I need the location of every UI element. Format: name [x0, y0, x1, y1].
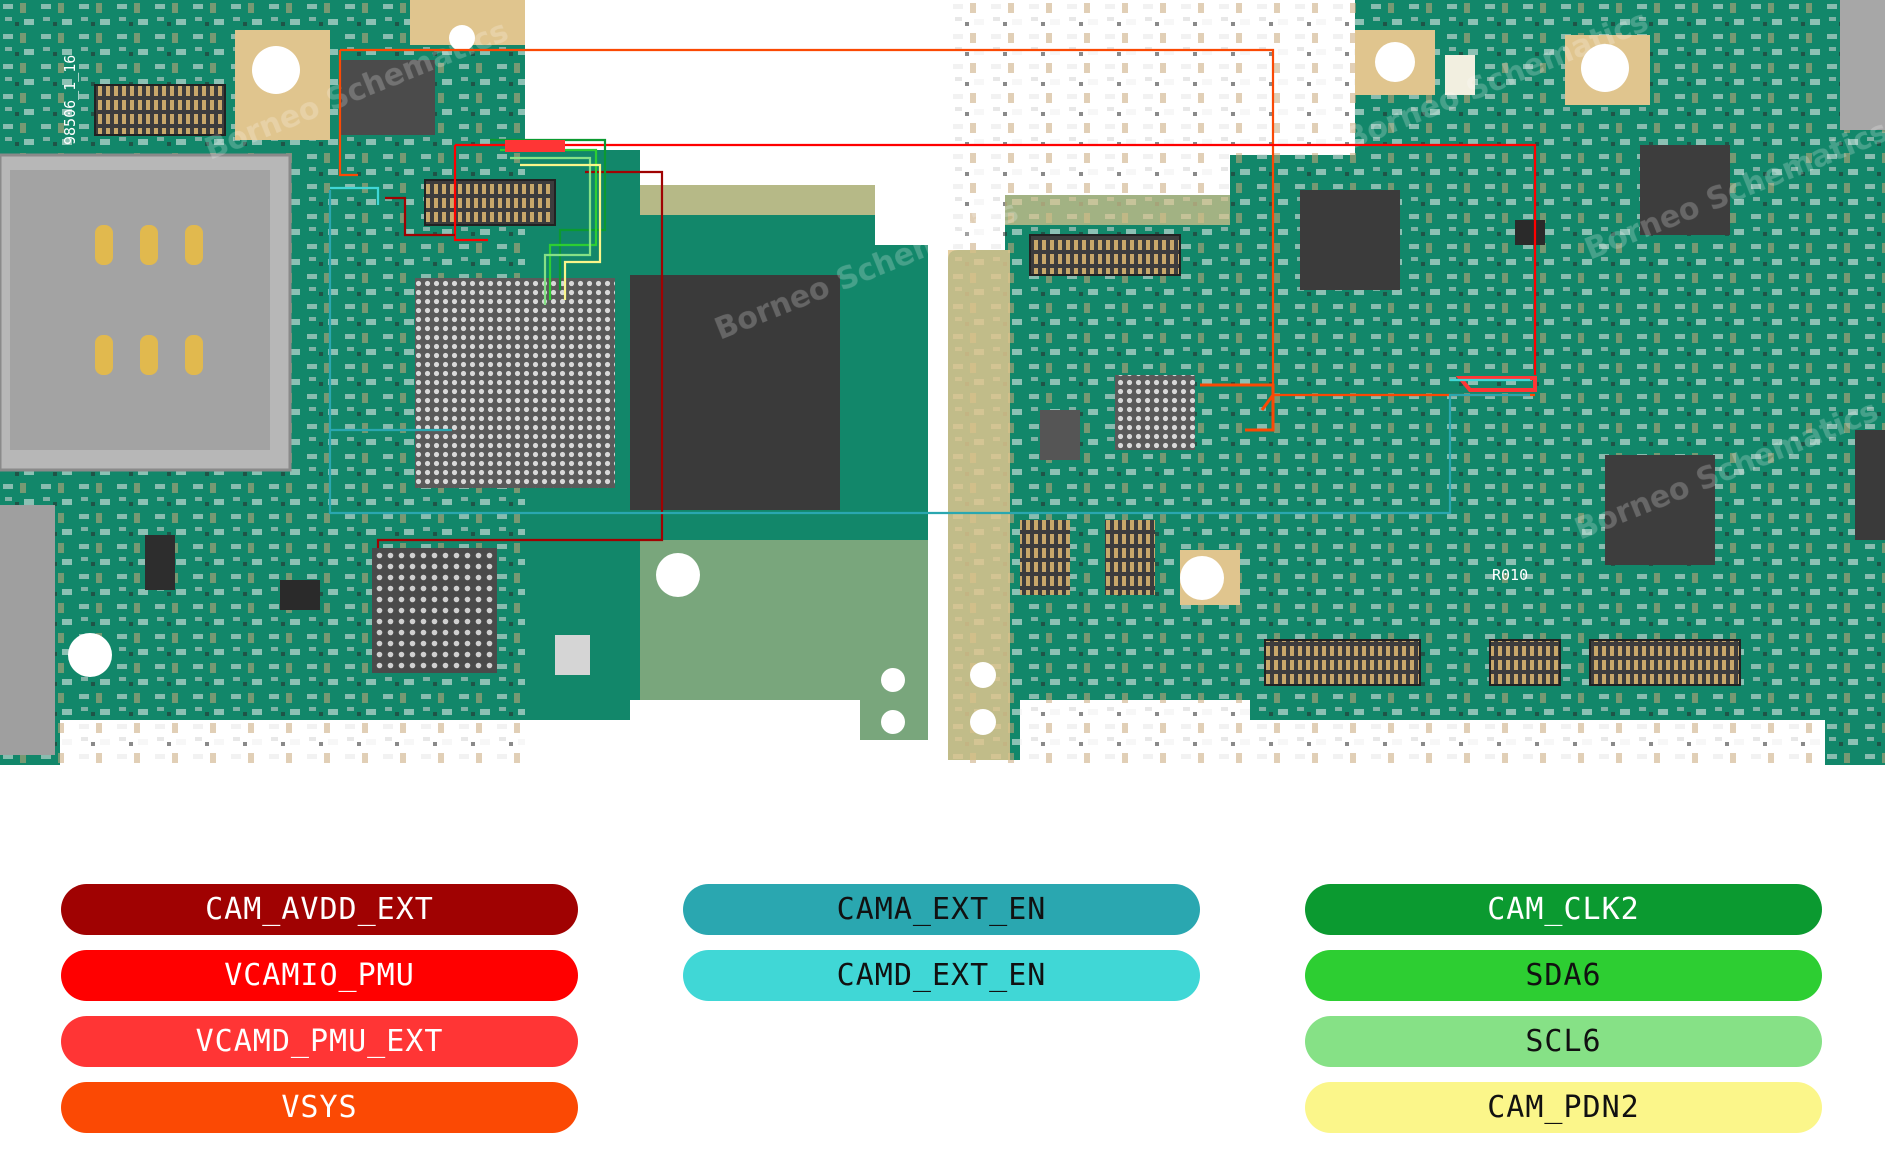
trace-cam-pdn2	[520, 163, 602, 300]
soc-bga	[415, 278, 615, 488]
pmic-bga	[372, 548, 497, 673]
trace-camd-en	[330, 186, 1530, 382]
memory-chip	[630, 275, 840, 510]
legend-scl6: SCL6	[1305, 1016, 1822, 1067]
legend-cam-pdn2: CAM_PDN2	[1305, 1082, 1822, 1133]
trace-cam-avdd	[376, 170, 664, 548]
left-board: 98506_1_16	[0, 0, 928, 765]
legend-camd-ext-en: CAMD_EXT_EN	[683, 950, 1200, 1001]
right-board: R010	[948, 0, 1885, 765]
legend-sda6: SDA6	[1305, 950, 1822, 1001]
trace-vcamd	[1455, 376, 1537, 392]
legend-vcamd-pmu-ext: VCAMD_PMU_EXT	[61, 1016, 578, 1067]
silk-label-board-id: 98506_1_16	[61, 55, 79, 145]
trace-scl6	[510, 156, 592, 305]
trace-cama-en	[328, 190, 1530, 515]
legend-vcamio-pmu: VCAMIO_PMU	[61, 950, 578, 1001]
legend-cam-avdd-ext: CAM_AVDD_EXT	[61, 884, 578, 935]
trace-cam-clk2	[490, 138, 607, 290]
legend-cama-ext-en: CAMA_EXT_EN	[683, 884, 1200, 935]
pcb-board-view: 98506_1_16 R010 Borneo Sche	[0, 0, 1885, 765]
legend-vsys: VSYS	[61, 1082, 578, 1133]
silk-label-r010: R010	[1492, 566, 1528, 584]
trace-vcamio	[453, 143, 1537, 375]
net-traces	[328, 48, 1537, 548]
legend-cam-clk2: CAM_CLK2	[1305, 884, 1822, 935]
trace-vsys	[338, 48, 1535, 397]
